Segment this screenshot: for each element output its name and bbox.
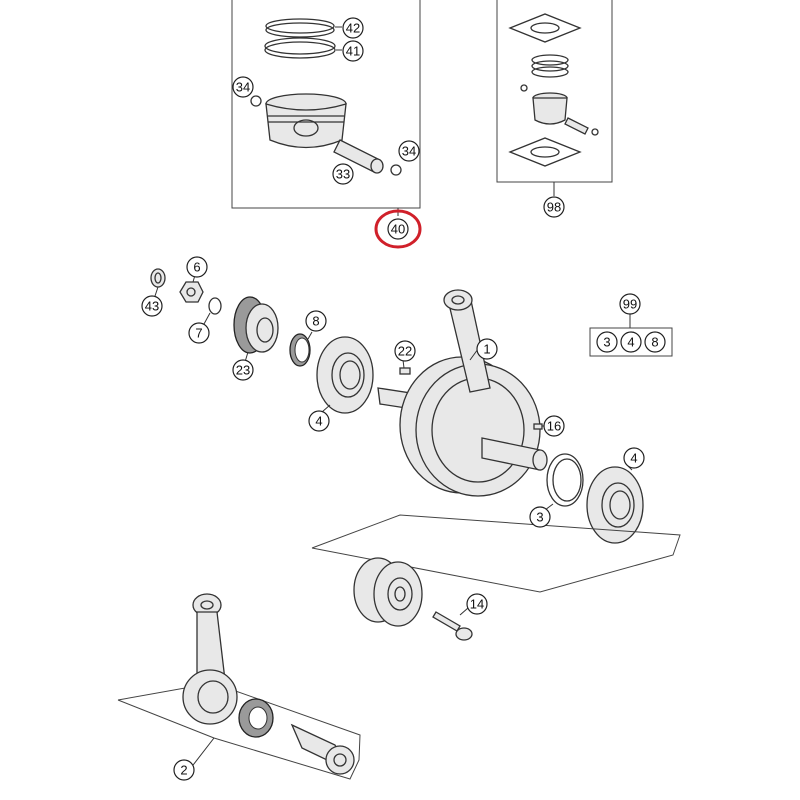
svg-text:34: 34 [236, 80, 250, 95]
callout-3-box: 3 [596, 331, 618, 353]
conrod-set-plane [117, 682, 361, 780]
callout-98: 98 [543, 196, 565, 218]
callout-16: 16 [543, 415, 565, 437]
callout-23: 23 [232, 359, 254, 381]
bearing-washer-43 [150, 268, 166, 297]
svg-text:42: 42 [346, 21, 360, 36]
set-99-group [589, 314, 673, 357]
isometric-plane [311, 514, 681, 593]
svg-text:4: 4 [627, 335, 634, 350]
callout-43: 43 [141, 295, 163, 317]
svg-text:40: 40 [391, 222, 405, 237]
nut-6 [179, 274, 204, 303]
svg-text:8: 8 [312, 314, 319, 329]
callout-2: 2 [173, 759, 195, 781]
svg-text:22: 22 [398, 344, 412, 359]
crankshaft-1 [377, 289, 548, 497]
cylinder-kit-parts [508, 13, 599, 167]
shim-3 [544, 453, 584, 511]
svg-text:4: 4 [315, 414, 322, 429]
svg-text:14: 14 [470, 597, 484, 612]
svg-text:8: 8 [651, 335, 658, 350]
gear-23 [233, 296, 279, 363]
callout-6: 6 [186, 256, 208, 278]
piston-pin [333, 139, 384, 174]
callout-4: 4 [308, 410, 330, 432]
svg-text:34: 34 [402, 144, 416, 159]
callout-3: 3 [529, 506, 551, 528]
main-bearing-left [316, 336, 374, 414]
callout-40: 40 [387, 218, 409, 240]
callout-1: 1 [476, 338, 498, 360]
callout-41: 41 [342, 40, 364, 62]
svg-text:16: 16 [547, 419, 561, 434]
svg-text:4: 4 [630, 451, 637, 466]
svg-text:23: 23 [236, 363, 250, 378]
callout-34: 34 [232, 76, 254, 98]
callout-99: 99 [619, 293, 641, 315]
svg-text:2: 2 [180, 763, 187, 778]
needle-bearing [238, 698, 274, 738]
callout-22: 22 [394, 340, 416, 362]
callout-42: 42 [342, 17, 364, 39]
piston-rings [264, 18, 342, 59]
washer-7 [203, 297, 222, 325]
callout-4: 4 [623, 447, 645, 469]
svg-text:33: 33 [336, 167, 350, 182]
callout-14: 14 [466, 593, 488, 615]
cylinder-kit-frame [496, 0, 613, 196]
callout-8-box: 8 [644, 331, 666, 353]
set-99-box [589, 327, 673, 357]
screw-14 [432, 607, 473, 641]
svg-text:99: 99 [623, 297, 637, 312]
highlight-ring [374, 209, 422, 249]
svg-text:7: 7 [195, 326, 202, 341]
o-ring-8 [289, 331, 313, 367]
free-wheel-assembly [353, 557, 423, 627]
svg-text:1: 1 [483, 342, 490, 357]
circlips [250, 95, 402, 176]
callout-33: 33 [332, 163, 354, 185]
svg-text:98: 98 [547, 200, 561, 215]
svg-text:41: 41 [346, 44, 360, 59]
piston [265, 93, 347, 149]
callout-34: 34 [398, 140, 420, 162]
svg-text:6: 6 [193, 260, 200, 275]
svg-text:3: 3 [603, 335, 610, 350]
svg-text:3: 3 [536, 510, 543, 525]
callout-4-box: 4 [620, 331, 642, 353]
callout-7: 7 [188, 322, 210, 344]
dowel-22 [399, 359, 411, 375]
callout-8: 8 [305, 310, 327, 332]
svg-text:43: 43 [145, 299, 159, 314]
crank-pin [290, 723, 355, 775]
main-bearing-right [586, 465, 644, 544]
connecting-rod [182, 593, 238, 725]
